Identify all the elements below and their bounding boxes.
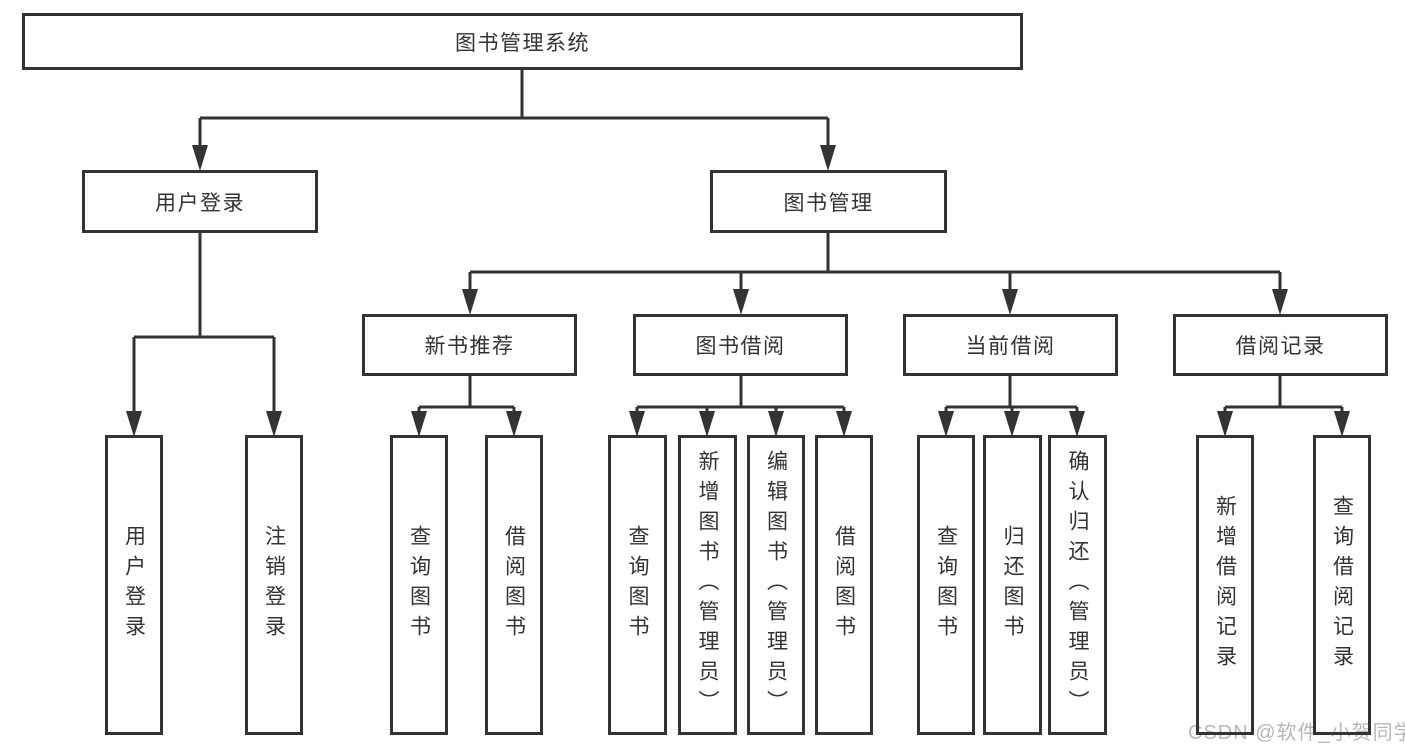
leaf-records-add-record: 新增借阅记录 [1196, 435, 1254, 735]
node-book-borrow: 图书借阅 [633, 314, 848, 376]
leaf-newbook-query-books: 查询图书 [390, 435, 448, 735]
csdn-watermark: CSDN @软件_小贺同学 [1188, 722, 1405, 744]
leaf-borrow-edit-books-admin: 编辑图书（管理员） [747, 435, 805, 735]
leaf-newbook-borrow-books: 借阅图书 [485, 435, 543, 735]
node-borrow-records: 借阅记录 [1173, 314, 1388, 376]
leaf-borrow-borrow-books: 借阅图书 [815, 435, 873, 735]
node-book-management: 图书管理 [710, 170, 947, 233]
node-current-borrow: 当前借阅 [903, 314, 1118, 376]
leaf-borrow-query-books: 查询图书 [608, 435, 667, 735]
leaf-logout: 注销登录 [245, 435, 303, 735]
leaf-current-query-books: 查询图书 [917, 435, 975, 735]
leaf-current-return-books: 归还图书 [983, 435, 1042, 735]
leaf-borrow-add-books-admin: 新增图书（管理员） [678, 435, 737, 735]
node-new-book-recommend: 新书推荐 [362, 314, 577, 376]
leaf-user-login: 用户登录 [105, 435, 163, 735]
node-root: 图书管理系统 [22, 13, 1023, 70]
leaf-records-query-record: 查询借阅记录 [1313, 435, 1371, 735]
leaf-current-confirm-return-admin: 确认归还（管理员） [1048, 435, 1107, 735]
node-user-login: 用户登录 [82, 170, 318, 233]
